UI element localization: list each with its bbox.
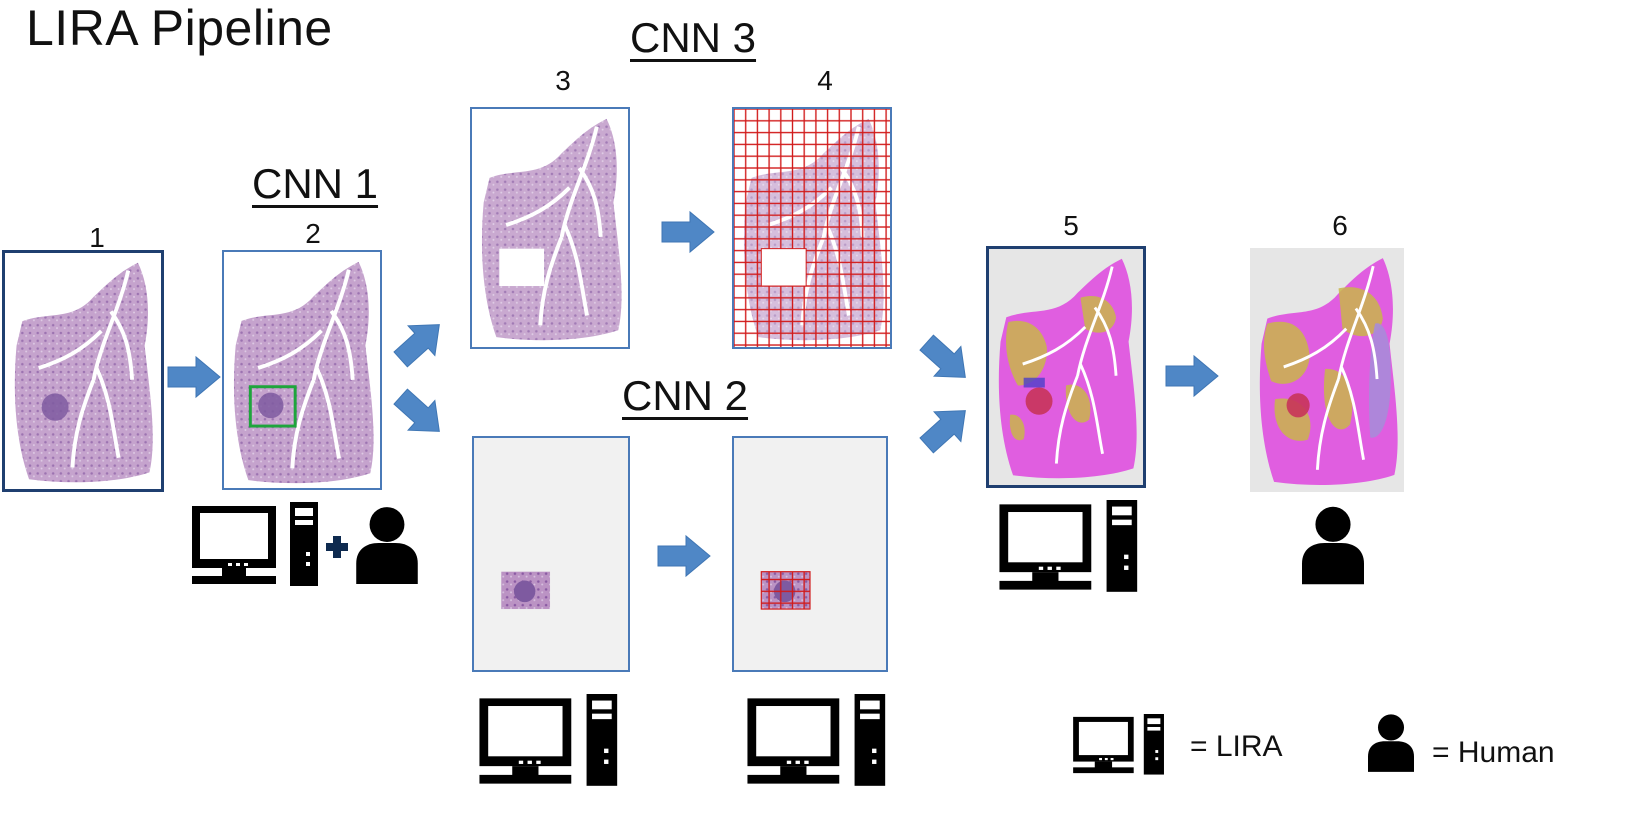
computer-icon [192,502,322,588]
arrow-cnn2-roi-to-grid [657,534,712,578]
roi-box [248,385,297,428]
cnn2-heading: CNN 2 [622,372,749,419]
arrow-5-to-6 [1165,354,1220,398]
human-icon [1302,502,1364,586]
arrow-2-to-cnn2 [386,381,454,447]
panel-6-reviewed-slide [1250,248,1404,492]
legend-human-label: = Human [1432,736,1555,769]
cnn3-heading: CNN 3 [630,14,757,61]
lung-tissue-image [5,253,161,489]
panel-4-number: 4 [817,65,833,96]
computer-icon [746,694,891,788]
reviewed-overlay-image [1250,248,1404,492]
roi-grid-image [734,438,886,670]
legend-human-icon [1368,712,1414,772]
panel-1-slide [2,250,164,492]
panel-4-gridded-slide [732,107,892,349]
arrow-4-to-5 [912,327,980,393]
computer-icon [998,500,1143,594]
panel-2-number: 2 [305,218,321,249]
panel-5-classified-slide [986,246,1146,488]
computer-icon [478,694,623,788]
arrow-2-to-cnn3 [386,309,454,375]
cnn2-roi-slide [472,436,630,672]
arrow-1-to-2 [167,355,222,399]
panel-5-number: 5 [1063,210,1079,241]
arrow-cnn2-to-5 [912,395,980,461]
lung-tissue-grid-image [734,109,890,347]
panel-3-slide [470,107,630,349]
panel-3-number: 3 [555,65,571,96]
arrow-3-to-4 [661,210,716,254]
panel-6-number: 6 [1332,210,1348,241]
panel-1-number: 1 [89,222,105,253]
cnn2-roi-grid-slide [732,436,888,672]
plus-icon [326,536,348,558]
human-icon [356,504,418,584]
cnn1-heading: CNN 1 [252,160,379,207]
lung-tissue-image [224,252,380,488]
tile-grid [734,109,890,347]
legend-computer-icon [1072,714,1168,776]
lung-tissue-image [472,109,628,347]
classification-overlay-image [989,249,1143,485]
diagram-title: LIRA Pipeline [26,0,333,56]
panel-2-slide [222,250,382,490]
roi-image [474,438,628,670]
legend-lira-label: = LIRA [1190,730,1283,763]
